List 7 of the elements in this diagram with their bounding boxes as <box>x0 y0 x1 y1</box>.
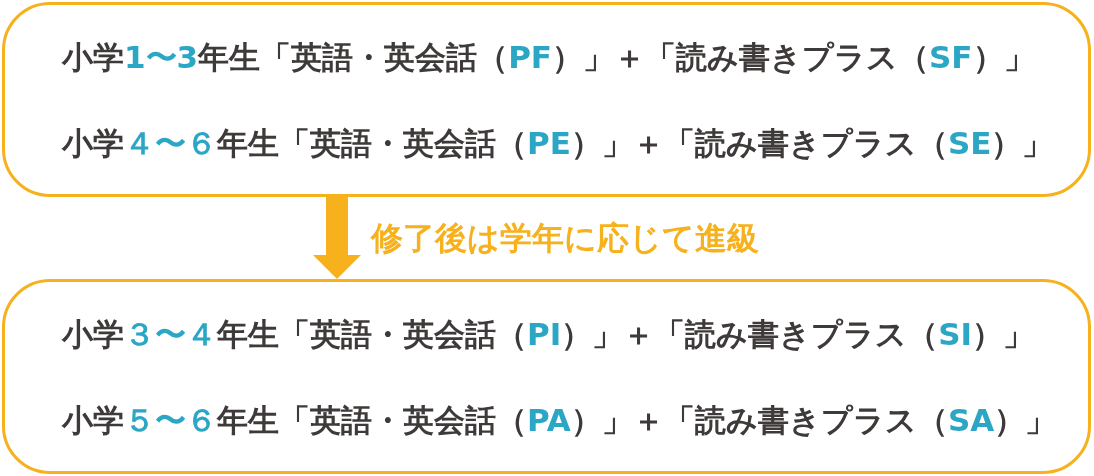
course-text: 小学３〜４年生「英語・英会話（PI）」＋「読み書きプラス（SI）」 <box>62 314 1035 354</box>
course-text: 小学４〜６年生「英語・英会話（PE）」＋「読み書きプラス（SE）」 <box>62 123 1054 163</box>
edge-label: 修了後は学年に応じて進級 <box>371 218 759 258</box>
rounded-panel <box>2 2 1091 197</box>
course-text: 小学1〜3年生「英語・英会話（PF）」＋「読み書きプラス（SF）」 <box>62 37 1035 77</box>
course-text: 小学５〜６年生「英語・英会話（PA）」＋「読み書きプラス（SA）」 <box>62 400 1057 440</box>
rounded-panel <box>2 279 1091 474</box>
